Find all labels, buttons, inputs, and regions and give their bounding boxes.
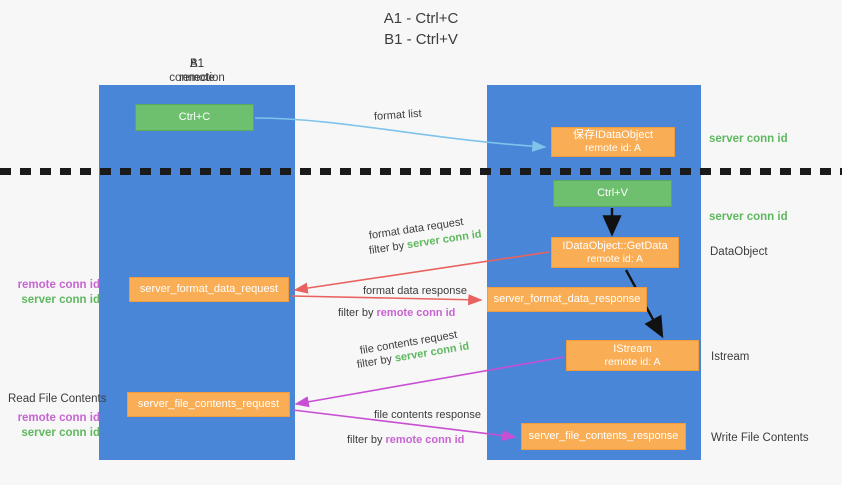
node-idataobject-line1: 保存IDataObject (572, 129, 654, 141)
side-label-server-conn-id-b: server conn id (21, 427, 100, 439)
node-server-format-data-request-label: server_format_data_request (139, 283, 279, 295)
node-istream-line1: IStream (613, 342, 652, 355)
side-label-server-conn-id-mid: server conn id (709, 211, 788, 223)
annotation-format-data-response-filter: filter by remote conn id (338, 306, 455, 320)
annotation-file-contents-response-text: file contents response (374, 409, 482, 421)
side-label-dataobject: DataObject (710, 246, 768, 258)
annotation-fcres-filter-value: remote conn id (385, 434, 465, 446)
annotation-file-contents-response-filter: filter by remote conn id (347, 433, 464, 447)
node-idataobject[interactable]: 保存IDataObject remote id: A (551, 127, 675, 157)
node-getdata-line1: IDataObject::GetData (562, 239, 668, 252)
node-server-file-contents-request[interactable]: server_file_contents_request (127, 392, 290, 417)
side-label-remote-conn-id-b: remote conn id (17, 412, 100, 424)
node-server-format-data-request[interactable]: server_format_data_request (129, 277, 289, 302)
node-ctrl-c[interactable]: Ctrl+C (135, 104, 254, 131)
node-server-format-data-response-label: server_format_data_response (493, 293, 641, 305)
node-ctrl-c-label: Ctrl+C (178, 111, 211, 123)
annotation-format-data-response: format data response (363, 284, 467, 298)
node-istream-line2: remote id: A (604, 355, 661, 368)
annotation-fdres-filter-prefix: filter by (338, 307, 377, 319)
annotation-format-list-text: format list (373, 107, 422, 123)
lane-b1-subtitle: connection (169, 72, 225, 84)
node-ctrl-v[interactable]: Ctrl+V (553, 180, 672, 207)
annotation-fcres-filter-prefix: filter by (347, 434, 386, 446)
node-getdata-line2: remote id: A (586, 252, 644, 265)
side-label-read-file-contents: Read File Contents (8, 393, 107, 405)
title-line-1: A1 - Ctrl+C (383, 10, 459, 27)
node-server-file-contents-response-label: server_file_contents_response (528, 430, 679, 442)
side-label-group-file: remote conn id server conn id (8, 411, 100, 441)
node-server-file-contents-response[interactable]: server_file_contents_response (521, 423, 686, 450)
side-label-group-format: remote conn id server conn id (8, 278, 100, 308)
annotation-format-data-response-text: format data response (363, 285, 467, 297)
phase-divider (0, 168, 842, 175)
side-label-server-conn-id-top: server conn id (709, 133, 788, 145)
node-ctrl-v-label: Ctrl+V (597, 187, 628, 199)
lane-header-b1: B1 connection (129, 57, 265, 85)
lane-a1-name: A1 (189, 58, 205, 70)
annotation-file-contents-response: file contents response (374, 408, 481, 422)
side-label-istream: Istream (711, 351, 750, 363)
side-label-remote-conn-id-a: remote conn id (17, 279, 100, 291)
lane-b1-name: B1 (189, 58, 205, 70)
side-label-write-file-contents: Write File Contents (711, 432, 809, 444)
node-server-file-contents-request-label: server_file_contents_request (137, 398, 280, 410)
node-server-format-data-response[interactable]: server_format_data_response (487, 287, 647, 312)
node-getdata[interactable]: IDataObject::GetData remote id: A (551, 237, 679, 268)
title-line-2: B1 - Ctrl+V (384, 31, 458, 48)
node-istream[interactable]: IStream remote id: A (566, 340, 699, 371)
page-title: A1 - Ctrl+C B1 - Ctrl+V (0, 8, 842, 50)
lane-header-a1: A1 remote (129, 57, 265, 85)
node-idataobject-line2: remote id: A (584, 142, 642, 154)
annotation-format-list: format list (374, 107, 423, 124)
side-label-server-conn-id-a: server conn id (21, 294, 100, 306)
annotation-fdres-filter-value: remote conn id (376, 307, 456, 319)
lane-a1-subtitle: remote (179, 72, 215, 84)
